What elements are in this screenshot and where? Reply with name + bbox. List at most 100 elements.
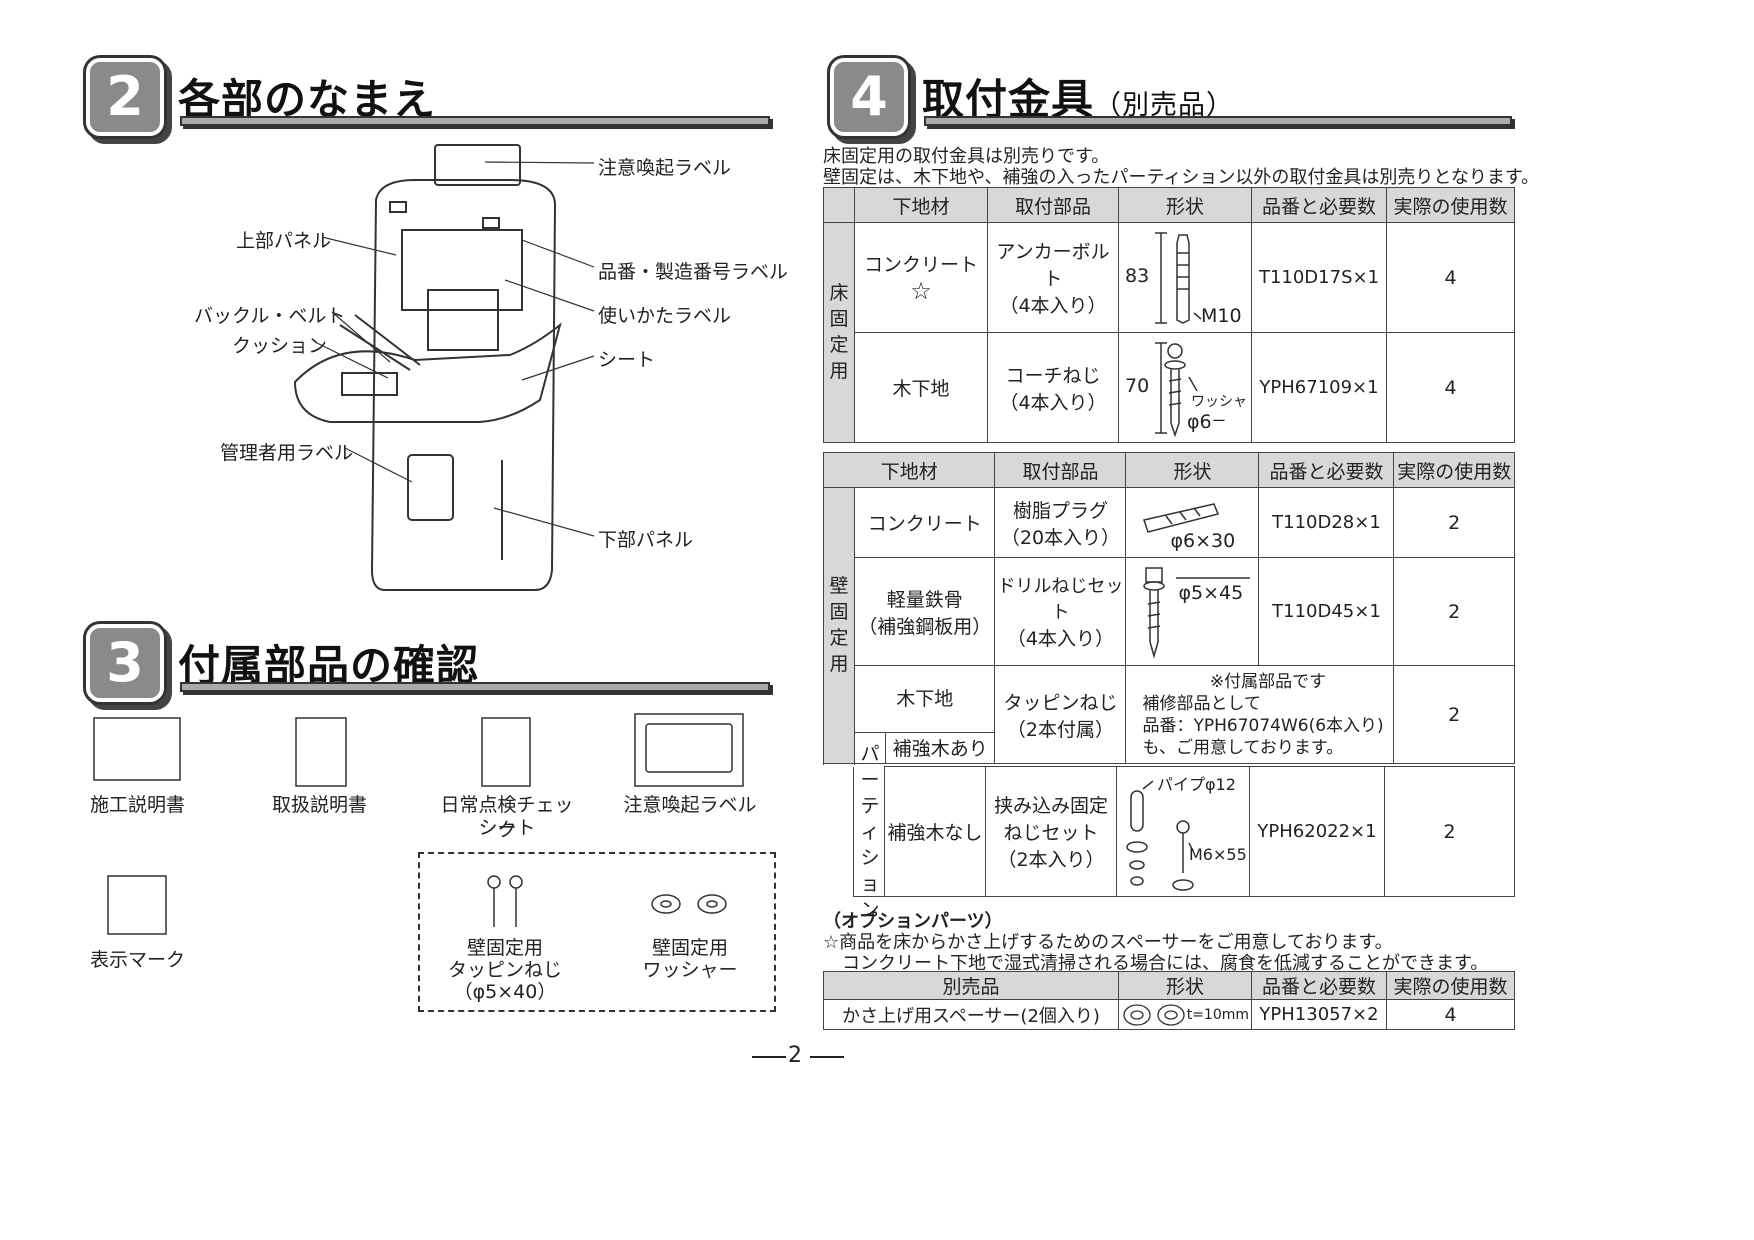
clamp-pipe-size: パイプφ12	[1157, 775, 1236, 794]
wall-r2-base: 軽量鉄骨（補強鋼板用）	[853, 557, 996, 666]
section-2-underline	[180, 116, 770, 126]
section-3-underline	[180, 682, 770, 692]
wall-header-shape: 形状	[1125, 452, 1260, 488]
cushion-shape	[341, 372, 398, 396]
section-2-number: 2	[86, 58, 164, 136]
floor-header-shape: 形状	[1118, 187, 1252, 223]
acc-display-mark: 表示マーク	[89, 949, 185, 971]
coach-screw-length: 70	[1125, 375, 1150, 397]
wall-r2-shape: φ5×45	[1125, 557, 1260, 666]
wall-r3-note-4: も、ご用意しております。	[1142, 737, 1344, 758]
clamp-screw-set-icon	[1126, 779, 1194, 891]
label-cushion: クッション	[232, 335, 328, 357]
acc-install-manual: 施工説明書	[89, 794, 185, 816]
anchor-bolt-icon	[1155, 231, 1202, 324]
table-row: 床固定用 コンクリート☆ アンカーボルト（4本入り） 83 M10 T110D1…	[823, 222, 1515, 443]
washer-icon	[651, 894, 727, 914]
acc-screw-line2: タッピンねじ	[447, 959, 562, 981]
display-mark-icon	[107, 875, 167, 935]
wall-r3-note-1: ※付属部品です	[1209, 671, 1327, 692]
wall-r3-used: 2	[1393, 665, 1515, 764]
option-shape: t=10mm	[1118, 999, 1252, 1030]
wall-r3-note-2: 補修部品として	[1142, 693, 1261, 714]
floor-fixing-table: 下地材 取付部品 形状 品番と必要数 実際の使用数 床固定用 コンクリート☆ ア…	[823, 187, 1515, 443]
table-row: かさ上げ用スペーサー(2個入り) t=10mm YPH13057×2 4	[823, 999, 1515, 1030]
option-note-1: ☆商品を床からかさ上げするためのスペーサーをご用意しております。	[823, 932, 1393, 953]
spacer-thickness: t=10mm	[1186, 1006, 1249, 1023]
wall-r5-part-set: ねじセット	[1003, 822, 1099, 844]
acc-screw-line1: 壁固定用	[466, 937, 543, 959]
label-lower-panel: 下部パネル	[598, 529, 694, 551]
wall-r1-used: 2	[1393, 487, 1515, 558]
section-4-underline	[924, 116, 1512, 126]
table-row: 木下地 コーチねじ（4本入り） 70 ワッシャー φ6 YPH67109×1 4	[824, 332, 1515, 443]
table-row: 木下地 パーティション 補強木あり タッピンねじ（2本付属） ※付属部品です 補…	[824, 665, 1515, 921]
floor-r1-base-text: コンクリート	[863, 254, 978, 276]
wall-fix-parts-box	[418, 852, 776, 1012]
floor-header-part: 取付部品	[987, 187, 1119, 223]
floor-r2-code: YPH67109×1	[1251, 332, 1387, 443]
anchor-bolt-length: 83	[1125, 265, 1150, 287]
wall-r5-shape: パイプφ12 M6×55	[1116, 766, 1250, 897]
coach-screw-size: φ6	[1187, 411, 1212, 433]
floor-r2-used: 4	[1386, 332, 1515, 443]
wall-r1-part-qty: （20本入り）	[1000, 526, 1121, 549]
floor-header-base: 下地材	[854, 187, 988, 223]
label-admin: 管理者用ラベル	[220, 442, 354, 464]
coach-screw-icon	[1155, 341, 1198, 437]
wall-r1-code: T110D28×1	[1258, 487, 1395, 558]
floor-r1-part: アンカーボルト（4本入り）	[987, 222, 1119, 333]
wall-r5-base: 補強木なし	[884, 766, 986, 897]
section-4-title-main: 取付金具	[922, 75, 1095, 124]
wall-r1-base: コンクリート	[853, 487, 996, 558]
floor-r1-part-qty: （4本入り）	[999, 295, 1107, 317]
floor-r2-part-qty: （4本入り）	[999, 391, 1107, 414]
acc-washer-line1: 壁固定用	[651, 937, 728, 959]
wall-r5-part-name: 挟み込み固定	[993, 795, 1108, 817]
label-buckle-belt: バックル・ベルト	[194, 305, 346, 327]
section-4-title-sub: （別売品）	[1094, 90, 1235, 121]
user-manual-icon	[295, 717, 347, 787]
label-seat: シート	[598, 349, 656, 371]
option-used: 4	[1386, 999, 1515, 1030]
option-note-2: コンクリート下地で湿式清掃される場合には、腐食を低減することができます。	[842, 953, 1489, 974]
section-3-number: 3	[86, 624, 164, 702]
star-icon: ☆	[910, 277, 932, 305]
wall-r3-part-name: タッピンねじ	[1003, 691, 1118, 714]
accessories-icons	[93, 713, 744, 935]
wall-header-part: 取付部品	[994, 452, 1127, 488]
wall-r1-part: 樹脂プラグ（20本入り）	[994, 487, 1127, 558]
label-upper-panel: 上部パネル	[236, 230, 332, 252]
acc-user-manual: 取扱説明書	[271, 794, 367, 816]
acc-check-sheet-line2: シート	[478, 817, 536, 839]
section-4-number: 4	[830, 58, 908, 136]
caution-label-shape	[434, 144, 521, 186]
section-2-title: 各部のなまえ	[178, 75, 437, 124]
option-header-shape: 形状	[1118, 971, 1252, 1000]
wall-r5-code: YPH62022×1	[1249, 766, 1385, 897]
option-table: 別売品 形状 品番と必要数 実際の使用数 かさ上げ用スペーサー(2個入り) t=…	[823, 971, 1515, 1030]
partition-label: パーティション	[855, 732, 886, 921]
sec4-note-1: 床固定用の取付金具は別売りです。	[823, 146, 1110, 167]
floor-r1-used: 4	[1386, 222, 1515, 333]
wall-r2-part-name: ドリルねじセット	[997, 576, 1124, 623]
resin-plug-icon	[1143, 502, 1220, 533]
wall-r4-base: 補強木あり	[886, 732, 995, 765]
option-header-item: 別売品	[823, 971, 1119, 1000]
anchor-bolt-size: M10	[1201, 305, 1242, 327]
section-4-title: 取付金具（別売品）	[922, 66, 1234, 127]
resin-plug-size: φ6×30	[1170, 530, 1236, 552]
page-rule-right	[810, 1056, 844, 1058]
option-item: かさ上げ用スペーサー(2個入り)	[823, 999, 1119, 1030]
tapping-screw-icon	[487, 875, 523, 927]
wall-header-code: 品番と必要数	[1258, 452, 1395, 488]
leader-lines	[314, 161, 595, 537]
wall-r2-used: 2	[1393, 557, 1515, 666]
floor-r2-base: 木下地	[854, 332, 988, 443]
floor-r1-base: コンクリート☆	[854, 222, 988, 333]
acc-check-sheet-line1: 日常点検チェック	[440, 794, 574, 841]
wall-r5-part: 挟み込み固定ねじセット（2本入り）	[985, 766, 1117, 897]
upper-panel-window	[401, 229, 523, 311]
option-header-code: 品番と必要数	[1251, 971, 1387, 1000]
partition-column-continuation	[853, 766, 885, 897]
